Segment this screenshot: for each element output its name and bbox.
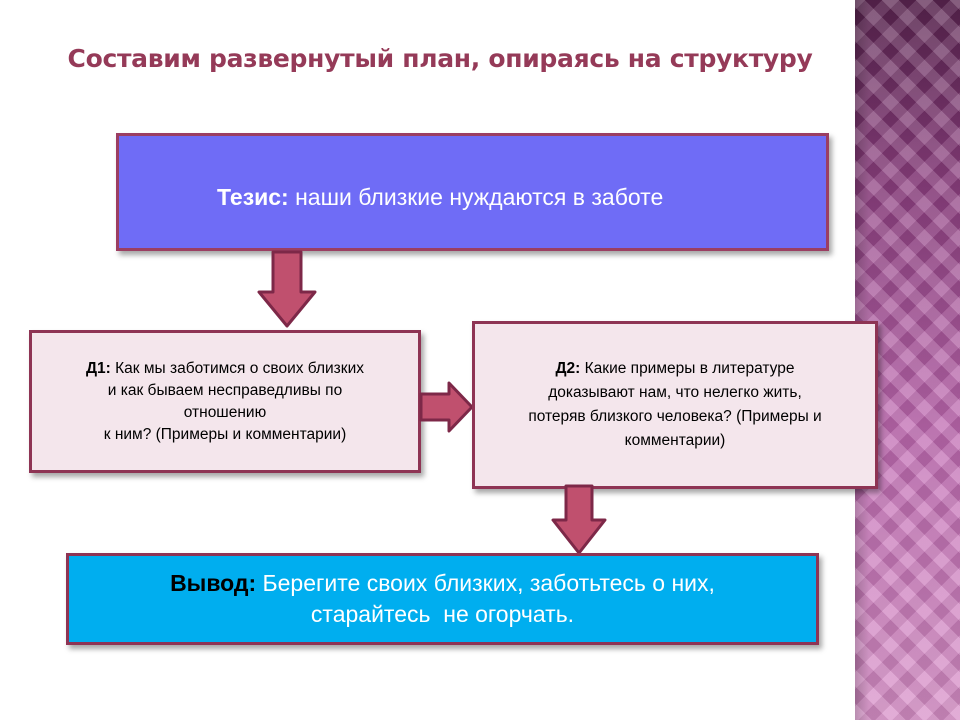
thesis-line: Тезис: наши близкие нуждаются в заботе: [217, 184, 663, 210]
decorative-side-stripe: [855, 0, 960, 720]
thesis-box: Тезис: наши близкие нуждаются в заботе: [116, 133, 829, 251]
argument-2-line-3: потеряв близкого человека? (Примеры и: [528, 408, 822, 425]
argument-2-line-2: доказывают нам, что нелегко жить,: [548, 384, 802, 401]
thesis-text: наши близкие нуждаются в заботе: [295, 184, 664, 210]
conclusion-text-line-1: Берегите своих близких, заботьтесь о них…: [262, 570, 715, 596]
arrow-down-d2-to-conclusion-icon: [551, 484, 607, 555]
argument-1-line-1: Как мы заботимся о своих близких: [115, 359, 364, 377]
arrow-down-thesis-to-d1-icon: [257, 250, 317, 328]
conclusion-label: Вывод:: [170, 570, 257, 596]
arrow-right-d1-to-d2-icon: [419, 381, 474, 433]
argument-2-line-4: комментарии): [624, 432, 726, 449]
thesis-label: Тезис:: [217, 184, 289, 210]
conclusion-text-line-2: старайтесь не огорчать.: [310, 601, 575, 627]
argument-2-label: Д2:: [555, 360, 581, 377]
argument-1-line-2: и как бываем несправедливы по: [107, 381, 343, 399]
argument-1-line-4: к ним? (Примеры и комментарии): [103, 425, 347, 443]
argument-1-label: Д1:: [86, 359, 111, 377]
argument-2-line-1: Какие примеры в литературе: [584, 360, 795, 377]
argument-1-line-3: отношению: [183, 403, 267, 421]
argument-2-content: Д2: Какие примеры в литературе доказываю…: [528, 357, 821, 453]
argument-1-box: Д1: Как мы заботимся о своих близких и к…: [29, 330, 421, 473]
conclusion-box: Вывод: Берегите своих близких, заботьтес…: [66, 553, 819, 645]
slide-title: Составим развернутый план, опираясь на с…: [67, 44, 813, 73]
argument-2-box: Д2: Какие примеры в литературе доказываю…: [472, 321, 878, 489]
argument-1-content: Д1: Как мы заботимся о своих близких и к…: [86, 358, 364, 446]
